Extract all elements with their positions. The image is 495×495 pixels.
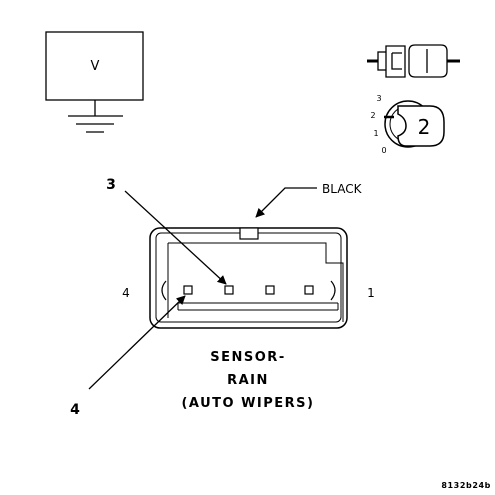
component-name-line3: (AUTO WIPERS) [181, 396, 314, 411]
pin-left-number: 4 [122, 286, 130, 300]
callout-pin-3: 3 [106, 177, 227, 285]
component-name-line2: RAIN [227, 373, 269, 388]
selector-position-3: 3 [376, 94, 381, 103]
callout-pin-4-label: 4 [70, 402, 80, 418]
connector-color-label: BLACK [322, 182, 363, 196]
selector-position-2: 2 [370, 111, 375, 120]
pin-1-terminal [304, 285, 314, 295]
pin-4-terminal [183, 285, 193, 295]
component-name: SENSOR- RAIN (AUTO WIPERS) [181, 350, 314, 411]
voltmeter: V [45, 31, 144, 101]
selector-position-1: 1 [373, 129, 378, 138]
figure-id: 8132b24b [441, 481, 491, 490]
pin-3-terminal [224, 285, 234, 295]
selector-position-0: 0 [381, 146, 386, 155]
component-name-line1: SENSOR- [210, 350, 285, 365]
pin-right-number: 1 [367, 286, 375, 300]
callout-pin-3-label: 3 [106, 177, 116, 193]
connector-body [149, 227, 348, 329]
pin-2-terminal [265, 285, 275, 295]
selector-setting: 2 [418, 115, 431, 139]
voltmeter-label: V [91, 59, 100, 74]
connector-color-callout: BLACK [255, 182, 363, 218]
ground-icon [68, 100, 123, 133]
callout-pin-4: 4 [70, 295, 186, 418]
probe-connector-icon [367, 44, 460, 78]
ignition-switch-icon: 3 2 1 0 2 [370, 94, 445, 155]
